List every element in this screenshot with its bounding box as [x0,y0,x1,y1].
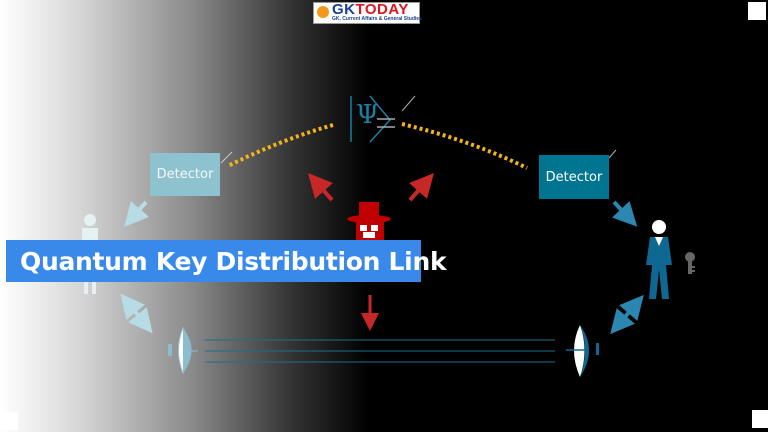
logo-today: TODAY [355,1,409,18]
photon-stream-left [227,123,334,168]
logo-gk: GK [332,1,356,18]
arrow-icon [612,200,638,227]
detector-right-label: Detector [545,169,603,185]
corner-marker [752,410,768,428]
gktoday-logo: GKTODAY GK, Current Affairs & General St… [313,1,422,24]
arrow-icon [408,173,434,202]
corner-marker [0,412,18,430]
corner-marker [748,2,766,20]
detector-left-label: Detector [156,167,214,182]
quantum-channel [205,339,555,363]
quantum-source-icon [350,95,416,143]
detector-right: Detector [539,155,609,199]
satellite-dish-icon [168,326,198,375]
receiver-person-icon [646,220,672,299]
arrow-icon [308,173,334,202]
psi-symbol: Ψ [356,100,379,130]
banner-title: Quantum Key Distribution Link [20,247,447,276]
eavesdropper-spy-icon [347,202,391,242]
photon-stream-right [401,122,528,170]
title-banner: Quantum Key Distribution Link [6,240,447,282]
arrow-icon [120,293,153,334]
satellite-dish-icon [566,325,599,377]
key-icon [685,252,695,274]
arrow-icon [124,200,149,228]
logo-tagline: GK, Current Affairs & General Studies [332,16,422,22]
arrow-icon [610,294,644,335]
logo-sun-icon [317,6,329,18]
detector-left: Detector [150,153,220,196]
